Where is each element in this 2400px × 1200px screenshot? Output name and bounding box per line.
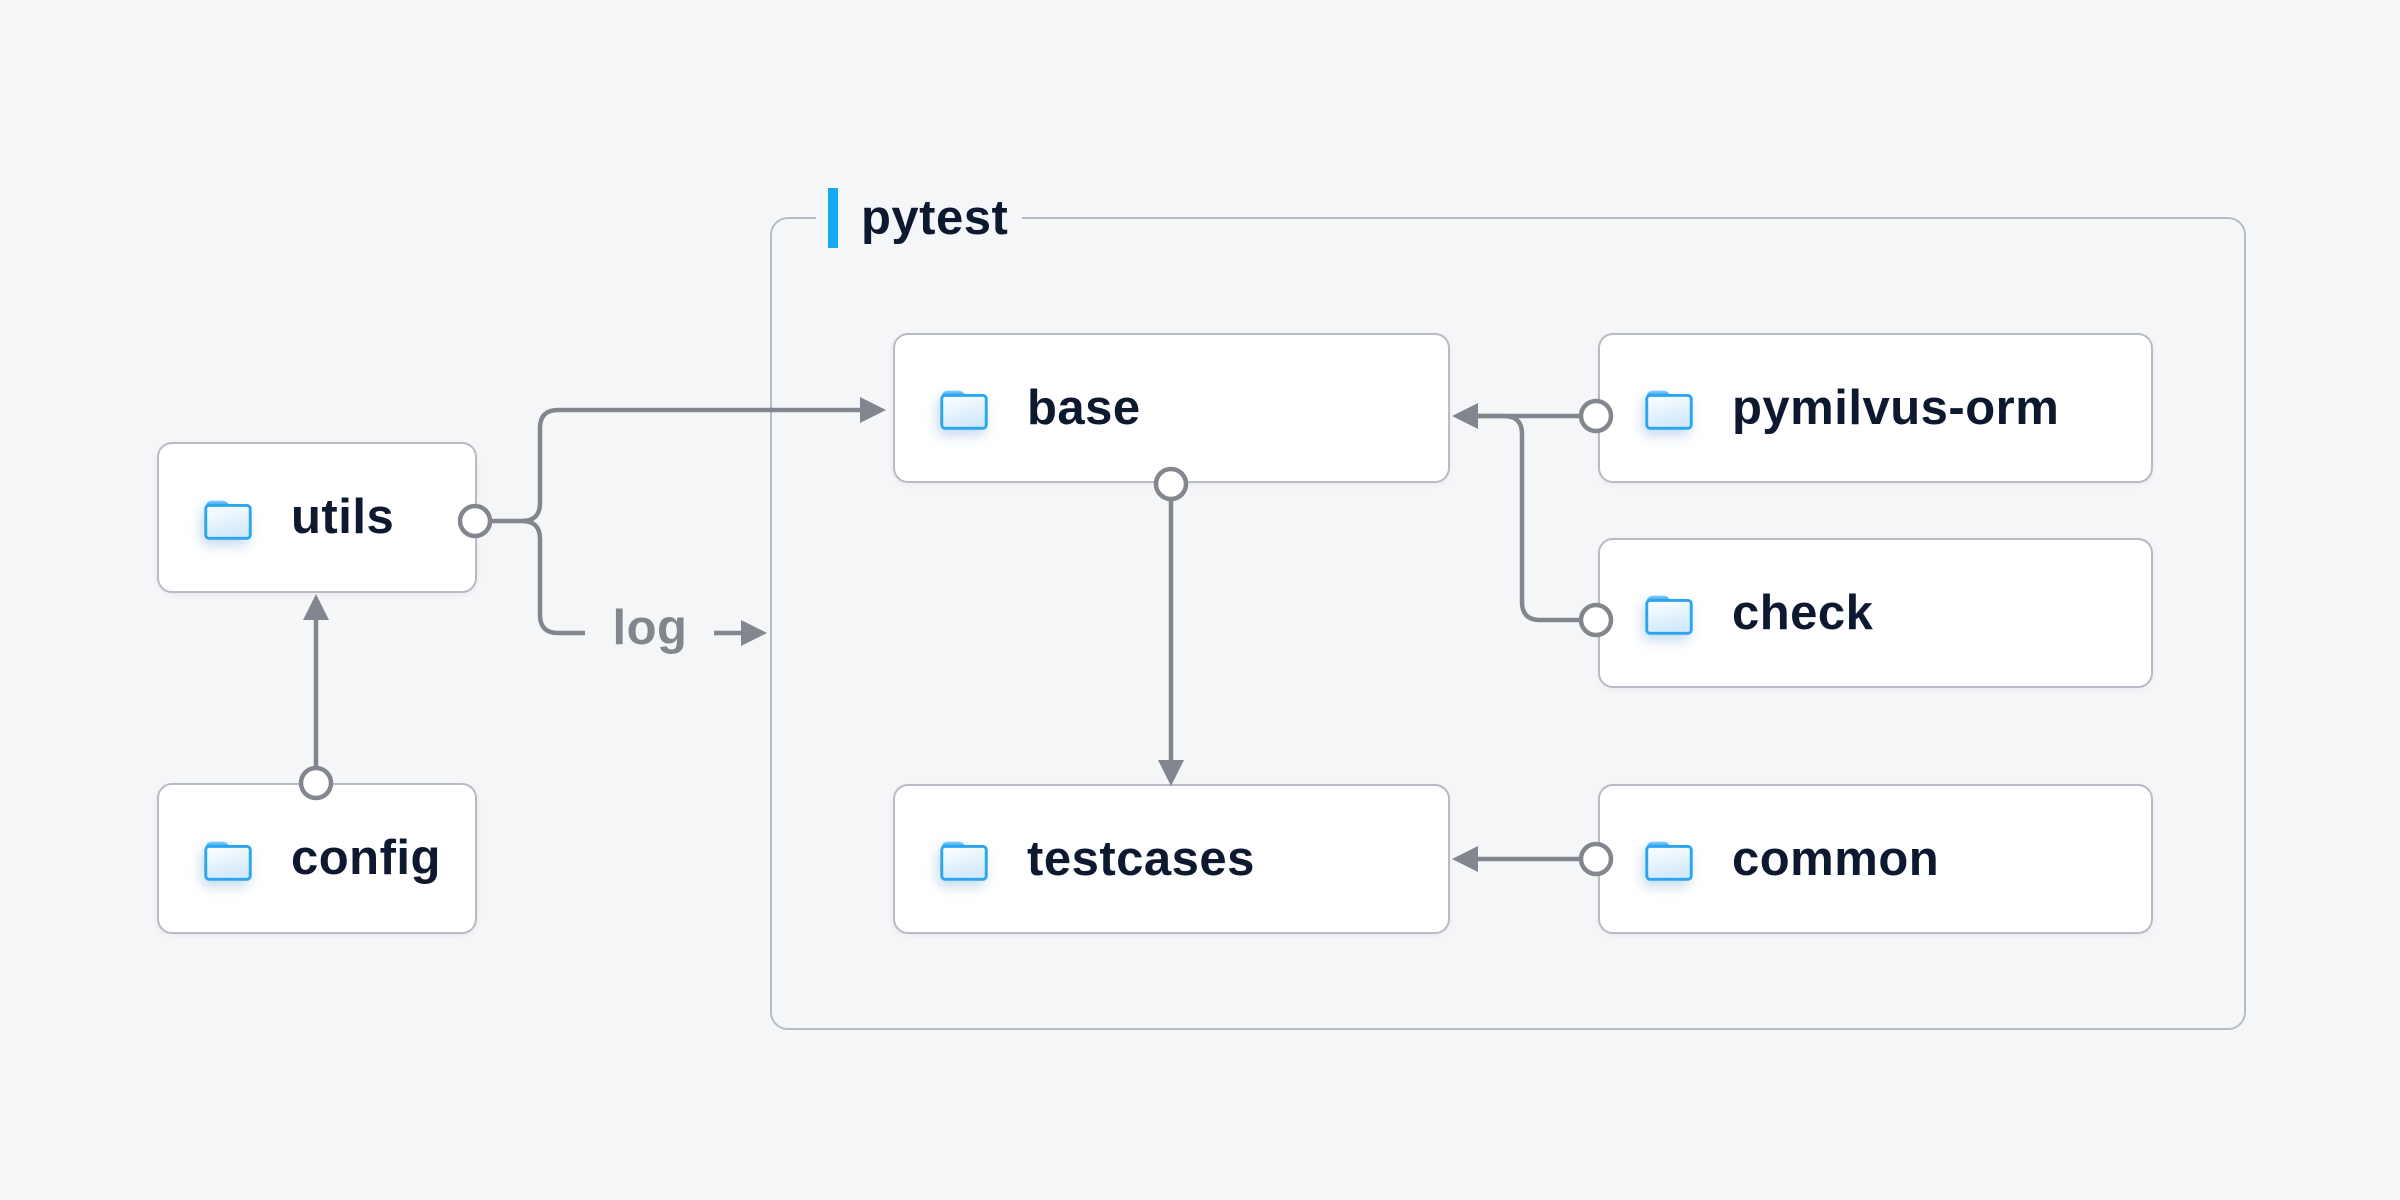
node-label: check (1732, 585, 1874, 640)
folder-icon (1640, 587, 1698, 639)
edge-label-log: log (612, 601, 688, 655)
pytest-accent-bar-icon (828, 188, 838, 248)
arrowhead-log-into-container (741, 620, 767, 646)
node-label: base (1027, 380, 1141, 435)
node-testcases: testcases (893, 784, 1450, 934)
node-check: check (1598, 538, 2153, 688)
node-label: utils (291, 490, 395, 544)
folder-icon (199, 833, 257, 885)
node-common: common (1598, 784, 2153, 934)
node-config: config (157, 783, 477, 934)
pytest-group-container: pytest (770, 186, 2246, 1030)
folder-icon (935, 382, 993, 434)
folder-icon (935, 833, 993, 885)
folder-icon (1640, 833, 1698, 885)
edge-utils-log (521, 518, 585, 636)
node-label: pymilvus-orm (1732, 380, 2060, 435)
node-label: config (291, 831, 441, 885)
node-utils: utils (157, 442, 477, 593)
folder-icon (1640, 382, 1698, 434)
node-base: base (893, 333, 1450, 483)
pytest-group-label: pytest (861, 190, 1009, 245)
node-pymilvus-orm: pymilvus-orm (1598, 333, 2153, 483)
node-label: common (1732, 831, 1940, 886)
node-label: testcases (1027, 831, 1255, 886)
pytest-group-legend: pytest (816, 186, 1023, 250)
folder-icon (199, 492, 257, 544)
arrowhead-into-utils-bottom (303, 594, 329, 620)
